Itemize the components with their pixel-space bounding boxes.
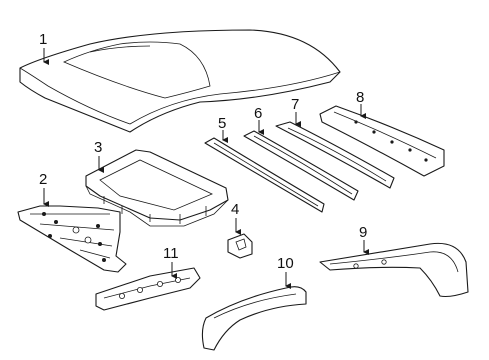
callout-9: 9 — [359, 224, 367, 241]
callout-4: 4 — [231, 201, 239, 218]
callout-3: 3 — [94, 139, 102, 156]
callout-1: 1 — [39, 31, 47, 48]
callout-2: 2 — [39, 171, 47, 188]
roof-side-rail — [319, 242, 469, 298]
roof-bow-5 — [204, 137, 325, 213]
callout-10: 10 — [277, 255, 294, 272]
roof-bow-7 — [275, 121, 395, 189]
rear-header — [319, 105, 445, 177]
roof-panel — [19, 29, 341, 133]
callout-7: 7 — [291, 96, 299, 113]
callout-6: 6 — [254, 105, 262, 122]
inner-side-rail — [201, 286, 307, 351]
front-header-panel — [17, 205, 127, 273]
roof-bow-6 — [243, 130, 359, 201]
pillar-reinforcement — [95, 267, 201, 311]
sunroof-frame — [85, 149, 229, 227]
callout-8: 8 — [356, 89, 364, 106]
bracket — [227, 233, 253, 259]
callout-11: 11 — [163, 245, 179, 262]
callout-5: 5 — [218, 115, 226, 132]
